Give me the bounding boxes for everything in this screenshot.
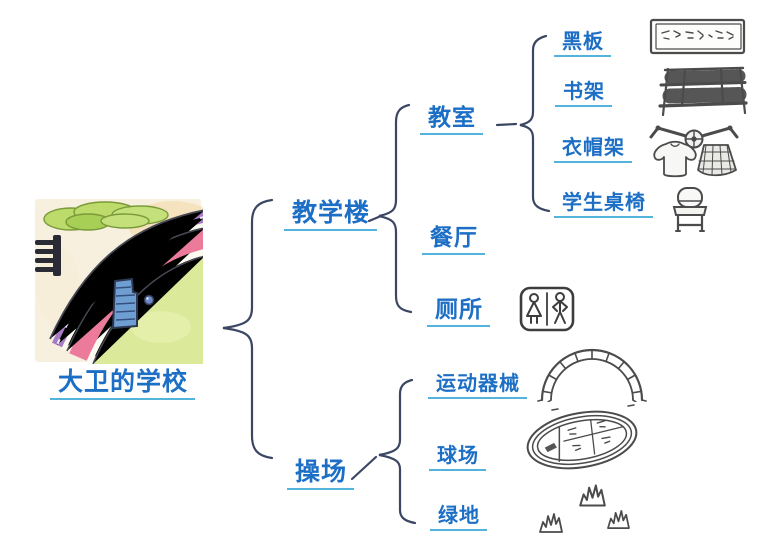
school-track-watercolor-image [35,199,218,365]
hedge-bushes [43,201,169,231]
node-sports-equipment: 运动器械 [428,373,527,399]
oval-courts-sketch-icon [526,404,638,470]
playground-connector [350,455,378,481]
node-student-desks: 学生桌椅 [554,192,653,218]
fence [35,235,61,276]
bookshelf-sketch-icon [658,66,749,117]
grass-tuft-icon [539,513,563,533]
building-connector [367,214,383,223]
node-school: 大卫的学校 [50,368,196,401]
root-brace [222,198,274,460]
node-dining-hall: 餐厅 [422,226,485,256]
node-bookshelf: 书架 [555,81,612,107]
classroom-brace [519,34,551,213]
blackboard-sketch-icon [649,18,746,55]
node-blackboard: 黑板 [554,31,611,57]
classroom-connector [495,122,518,127]
coat-rack-sketch-icon [649,125,739,178]
node-coat-rack: 衣帽架 [554,137,632,163]
toilet-sign-icon [519,286,575,332]
ball [143,294,155,306]
playground-brace [378,378,417,525]
node-teaching-building: 教学楼 [284,199,378,232]
node-classroom: 教室 [420,106,483,136]
grass-tuft-icon [579,484,606,507]
building-brace [378,103,413,314]
school-illustration [33,197,218,365]
node-ball-court: 球场 [429,445,486,471]
node-green-space: 绿地 [430,505,487,531]
node-playground: 操场 [287,458,355,491]
goal-board [111,277,138,330]
node-toilet: 厕所 [427,298,490,328]
chair-sketch-icon [672,187,708,233]
grass-tuft-icon [607,510,630,529]
arch-climber-sketch-icon [537,348,647,402]
